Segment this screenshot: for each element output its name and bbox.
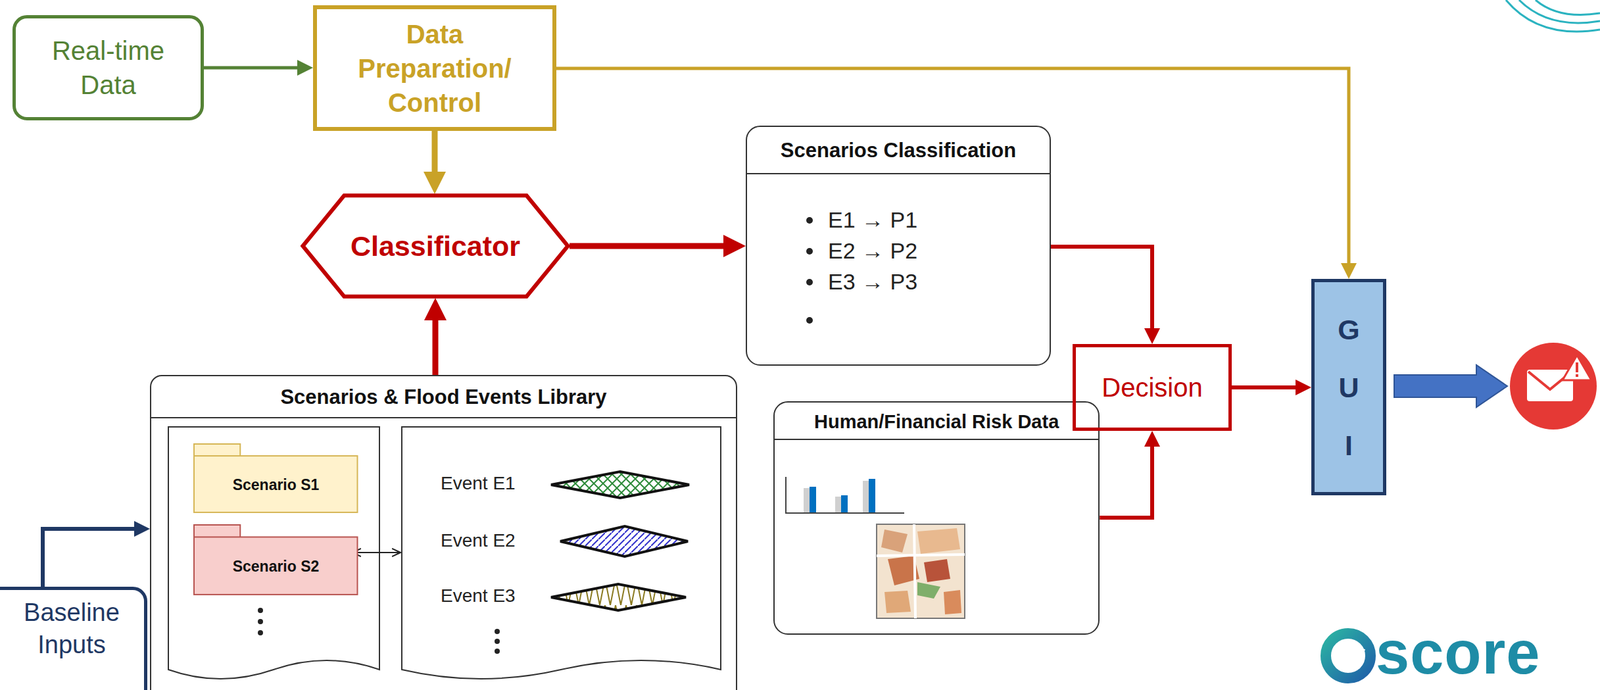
classifier-hexagon: Classificator bbox=[301, 193, 570, 298]
event-label: Event E1 bbox=[440, 472, 516, 494]
connector-arrow bbox=[432, 315, 439, 375]
alert-mail-icon bbox=[1509, 342, 1597, 430]
corner-swirl bbox=[1505, 0, 1600, 32]
scenario-panel bbox=[168, 426, 380, 679]
connector-arrow bbox=[1099, 443, 1153, 518]
ellipsis bbox=[257, 607, 500, 654]
node-label: Scenario S2 bbox=[232, 557, 320, 576]
panel-heading: Human/Financial Risk Data bbox=[774, 402, 1099, 440]
scenario-folder: Scenario S1 bbox=[193, 443, 359, 513]
panel-heading: Scenarios & Flood Events Library bbox=[151, 376, 736, 419]
risk-data-card: Human/Financial Risk Data bbox=[773, 401, 1100, 635]
connector-arrow bbox=[432, 130, 438, 177]
connector-arrow bbox=[556, 68, 1349, 267]
event-shape bbox=[560, 526, 688, 557]
event-label: Event E2 bbox=[440, 530, 516, 552]
event-shape bbox=[551, 471, 690, 498]
event-label: Event E3 bbox=[440, 585, 516, 607]
bar-chart bbox=[785, 476, 905, 513]
input-box: Baseline Inputs bbox=[0, 586, 148, 690]
link-arrow bbox=[353, 551, 400, 554]
node-label: Scenario S1 bbox=[232, 476, 320, 494]
node-label: Real-time Data bbox=[32, 33, 185, 102]
node-label: Baseline Inputs bbox=[12, 596, 131, 662]
scenario-folder: Scenario S2 bbox=[193, 524, 359, 596]
node-label: Data Preparation/ Control bbox=[349, 17, 521, 120]
classification-card: Scenarios Classification E1 → P1E2 → P2E3… bbox=[745, 125, 1051, 366]
connector-arrow bbox=[203, 66, 301, 70]
block-arrow bbox=[1394, 364, 1508, 408]
city-map bbox=[876, 524, 965, 619]
event-shape bbox=[551, 583, 686, 611]
connector-arrow bbox=[569, 243, 728, 250]
connector-arrow bbox=[1050, 246, 1153, 332]
input-box: Real-time Data bbox=[12, 15, 204, 121]
decision-box: Decision bbox=[1072, 343, 1232, 431]
gui-box: G U I bbox=[1311, 278, 1387, 496]
logo-mark bbox=[1325, 633, 1371, 679]
list-item: E2 → P2 bbox=[827, 235, 918, 267]
logo-text: score bbox=[1375, 618, 1541, 688]
bullet-dot bbox=[806, 316, 813, 324]
node-label: Decision bbox=[1101, 372, 1203, 403]
list-item: E1 → P1 bbox=[827, 204, 918, 236]
node-label: G U I bbox=[1334, 300, 1364, 475]
process-box: Data Preparation/ Control bbox=[313, 5, 557, 131]
event-panel bbox=[401, 426, 721, 679]
panel-heading: Scenarios Classification bbox=[747, 126, 1050, 175]
connector-arrow bbox=[1231, 385, 1299, 390]
list-item: E3 → P3 bbox=[827, 266, 918, 298]
node-label: Classificator bbox=[350, 230, 521, 263]
connector-arrow bbox=[42, 528, 138, 587]
